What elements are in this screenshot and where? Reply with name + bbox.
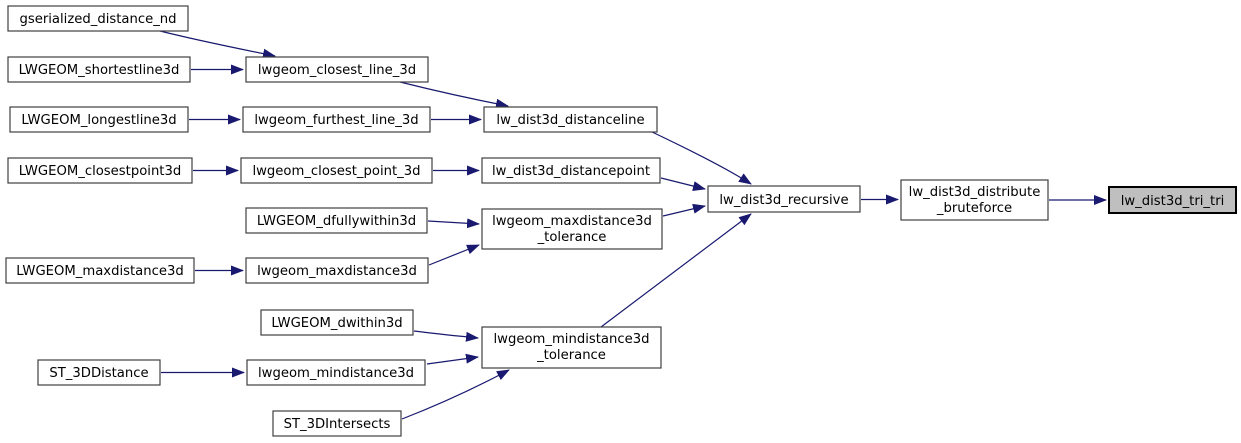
node-label: lw_dist3d_tri_tri bbox=[1121, 194, 1225, 209]
node-box bbox=[481, 326, 662, 369]
edge-lw_dist3d_distancepoint-to-lw_dist3d_recursive bbox=[660, 177, 706, 191]
node-label: LWGEOM_closestpoint3d bbox=[19, 164, 181, 179]
node-box bbox=[707, 185, 861, 213]
node-lwgeom-mindistance3d-tolerance[interactable]: lwgeom_mindistance3d _tolerance bbox=[481, 326, 662, 369]
node-label: lw_dist3d_distancepoint bbox=[492, 164, 650, 179]
node-label: lwgeom_maxdistance3d bbox=[257, 264, 417, 279]
node-box bbox=[245, 207, 428, 234]
edge-gserialized_distance_nd-to-lwgeom_closest_line_3d bbox=[159, 30, 276, 59]
node-lw-dist3d-tri-tri-current: lw_dist3d_tri_tri bbox=[1108, 186, 1237, 214]
node-lwgeom-maxdistance3d-tolerance[interactable]: lwgeom_maxdistance3d _tolerance bbox=[481, 208, 663, 250]
node-st-3dintersects[interactable]: ST_3DIntersects bbox=[272, 410, 402, 437]
node-label: lwgeom_closest_line_3d bbox=[258, 63, 416, 78]
edge-LWGEOM_dfullywithin3d-to-lwgeom_maxdistance3d_tolerance bbox=[427, 218, 480, 229]
node-lw-dist3d-distanceline[interactable]: lw_dist3d_distanceline bbox=[483, 106, 658, 133]
node-label-line2: _bruteforce bbox=[936, 201, 1012, 216]
node-label-line2: _tolerance bbox=[537, 230, 607, 245]
node-box bbox=[481, 208, 663, 250]
node-box bbox=[246, 359, 426, 386]
node-box bbox=[1108, 186, 1237, 214]
node-label: gserialized_distance_nd bbox=[19, 12, 176, 27]
node-st-3ddistance[interactable]: ST_3DDistance bbox=[37, 359, 161, 386]
edges bbox=[159, 30, 1107, 420]
node-label-line1: lw_dist3d_distribute bbox=[909, 185, 1041, 200]
node-lw-dist3d-recursive[interactable]: lw_dist3d_recursive bbox=[707, 185, 861, 213]
node-lwgeom-maxdistance3d-caller[interactable]: LWGEOM_maxdistance3d bbox=[5, 257, 195, 284]
node-box bbox=[483, 106, 658, 133]
node-label: ST_3DIntersects bbox=[284, 417, 391, 432]
node-lw-dist3d-distribute-bruteforce[interactable]: lw_dist3d_distribute _bruteforce bbox=[900, 179, 1049, 221]
node-label: lw_dist3d_distanceline bbox=[496, 113, 644, 128]
node-box bbox=[7, 56, 191, 83]
node-lwgeom-mindistance3d[interactable]: lwgeom_mindistance3d bbox=[246, 359, 426, 386]
node-label-line1: lwgeom_maxdistance3d bbox=[492, 214, 652, 229]
node-label: LWGEOM_dwithin3d bbox=[271, 316, 402, 331]
node-box bbox=[272, 410, 402, 437]
node-gserialized-distance-nd[interactable]: gserialized_distance_nd bbox=[7, 5, 189, 32]
node-lwgeom-closest-line-3d[interactable]: lwgeom_closest_line_3d bbox=[245, 56, 429, 83]
node-label: LWGEOM_shortestline3d bbox=[19, 63, 180, 78]
edge-lwgeom_closest_line_3d-to-lw_dist3d_distanceline bbox=[399, 81, 509, 109]
node-lwgeom-dfullywithin3d[interactable]: LWGEOM_dfullywithin3d bbox=[245, 207, 428, 234]
node-box bbox=[260, 309, 414, 336]
edge-lw_dist3d_distanceline-to-lw_dist3d_recursive bbox=[649, 130, 752, 185]
edge-lwgeom_mindistance3d-to-lwgeom_mindistance3d_tolerance bbox=[426, 353, 479, 365]
node-lwgeom-furthest-line-3d[interactable]: lwgeom_furthest_line_3d bbox=[242, 106, 431, 133]
node-label: lwgeom_closest_point_3d bbox=[252, 164, 420, 179]
node-label: LWGEOM_dfullywithin3d bbox=[257, 214, 416, 229]
node-label: lwgeom_furthest_line_3d bbox=[254, 113, 418, 128]
node-box bbox=[245, 257, 429, 284]
node-label-line1: lwgeom_mindistance3d bbox=[494, 332, 650, 347]
edge-lwgeom_maxdistance3d_tolerance-to-lw_dist3d_recursive bbox=[662, 203, 706, 217]
node-lwgeom-closest-point-3d[interactable]: lwgeom_closest_point_3d bbox=[240, 157, 433, 184]
node-lwgeom-longestline3d[interactable]: LWGEOM_longestline3d bbox=[9, 106, 189, 133]
nodes: gserialized_distance_nd LWGEOM_shortestl… bbox=[5, 5, 1237, 437]
node-lwgeom-shortestline3d[interactable]: LWGEOM_shortestline3d bbox=[7, 56, 191, 83]
edge-ST_3DIntersects-to-lwgeom_mindistance3d_tolerance bbox=[401, 369, 510, 420]
node-box bbox=[37, 359, 161, 386]
node-lw-dist3d-distancepoint[interactable]: lw_dist3d_distancepoint bbox=[481, 157, 661, 184]
edge-LWGEOM_dwithin3d-to-lwgeom_mindistance3d_tolerance bbox=[413, 330, 479, 342]
node-box bbox=[245, 56, 429, 83]
node-box bbox=[481, 157, 661, 184]
node-label-line2: _tolerance bbox=[536, 348, 606, 363]
node-label: LWGEOM_longestline3d bbox=[21, 113, 176, 128]
node-lwgeom-closestpoint3d[interactable]: LWGEOM_closestpoint3d bbox=[7, 157, 193, 184]
node-box bbox=[7, 157, 193, 184]
node-box bbox=[5, 257, 195, 284]
edge-lwgeom_maxdistance3d-to-lwgeom_maxdistance3d_tolerance bbox=[428, 244, 480, 266]
node-label: ST_3DDistance bbox=[49, 366, 148, 381]
node-box bbox=[240, 157, 433, 184]
node-lwgeom-maxdistance3d[interactable]: lwgeom_maxdistance3d bbox=[245, 257, 429, 284]
node-lwgeom-dwithin3d[interactable]: LWGEOM_dwithin3d bbox=[260, 309, 414, 336]
node-box bbox=[9, 106, 189, 133]
node-label: lw_dist3d_recursive bbox=[719, 193, 848, 208]
node-box bbox=[900, 179, 1049, 221]
edge-lwgeom_mindistance3d_tolerance-to-lw_dist3d_recursive bbox=[600, 213, 752, 328]
node-box bbox=[7, 5, 189, 32]
node-label: lwgeom_mindistance3d bbox=[258, 366, 414, 381]
node-label: LWGEOM_maxdistance3d bbox=[16, 264, 183, 279]
node-box bbox=[242, 106, 431, 133]
